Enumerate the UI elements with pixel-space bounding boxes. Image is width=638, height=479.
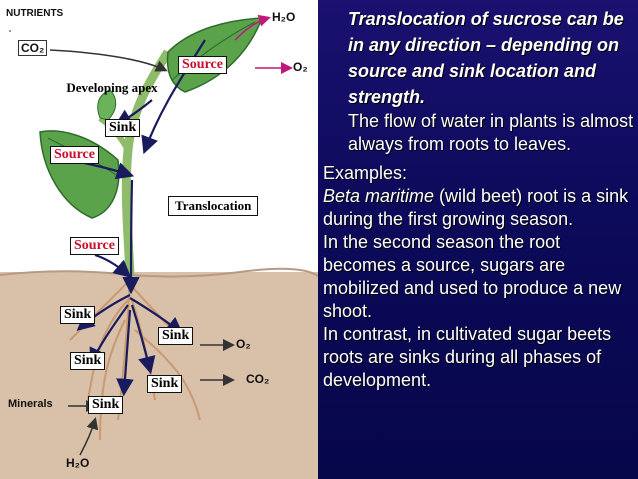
water-flow-note: The flow of water in plants is almost al… [348, 111, 634, 154]
second-season-note: In the second season the root becomes a … [323, 232, 622, 321]
sink-label-apex: Sink [105, 119, 141, 137]
species-name: Beta maritime [323, 186, 435, 206]
sink-label-4: Sink [147, 375, 183, 393]
sink-label-2: Sink [158, 327, 194, 345]
species-description: (wild beet) root is a sink during the fi… [323, 186, 629, 229]
beta-maritime-example: Beta maritime (wild beet) root is a sink… [323, 185, 635, 231]
co2-root-label: CO₂ [246, 372, 270, 386]
text-panel: Translocation of sucrose can be in any d… [318, 0, 638, 479]
minerals-label: Minerals [8, 398, 53, 410]
leaf-left [39, 130, 120, 219]
source-label-left: Source [50, 146, 99, 164]
h2o-top-label: H₂O [272, 10, 296, 24]
translocation-label: Translocation [168, 196, 259, 216]
stem [121, 49, 172, 276]
plant-diagram: NUTRIENTS CO₂ H₂O O₂ O₂ CO₂ Minerals H₂O… [0, 0, 318, 479]
sink-label-3: Sink [70, 352, 106, 370]
h2o-bottom-label: H₂O [66, 456, 90, 470]
nutrients-label: NUTRIENTS [6, 8, 64, 19]
o2-top-label: O₂ [293, 60, 308, 74]
headline: Translocation of sucrose can be in any d… [348, 9, 624, 107]
sink-label-5: Sink [88, 396, 124, 414]
o2-root-label: O₂ [236, 337, 251, 351]
examples-heading: Examples: [323, 163, 408, 183]
developing-apex-label: Developing apex [66, 80, 158, 95]
examples-block: Examples: Beta maritime (wild beet) root… [323, 162, 635, 392]
source-label-top: Source [178, 56, 227, 74]
co2-label: CO₂ [18, 40, 48, 56]
sink-label-1: Sink [60, 306, 96, 324]
soil-surface [0, 267, 318, 278]
leaf-apex [97, 89, 117, 121]
source-label-low: Source [70, 237, 119, 255]
contrast-note: In contrast, in cultivated sugar beets r… [323, 324, 612, 390]
